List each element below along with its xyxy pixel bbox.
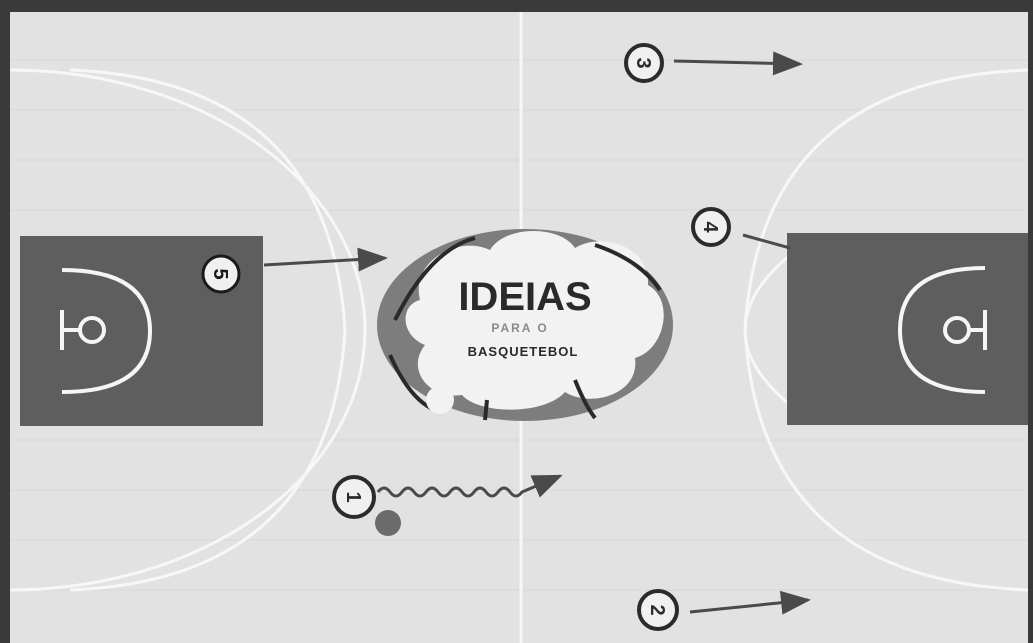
logo-bubble [426, 386, 454, 414]
marker-3-label: 3 [632, 57, 654, 68]
marker-2-label: 2 [646, 604, 668, 615]
center-logo: IDEIAS PARA O BASQUETEBOL [377, 229, 673, 421]
ball-icon [375, 510, 401, 536]
logo-title: IDEIAS [458, 275, 591, 319]
marker-4-label: 4 [699, 221, 721, 233]
logo-subtitle: PARA O [491, 321, 548, 335]
right-key [787, 233, 1028, 425]
marker-1-label: 1 [342, 491, 364, 502]
logo-bottom-text: BASQUETEBOL [468, 344, 579, 359]
marker-5-label: 5 [209, 268, 231, 279]
